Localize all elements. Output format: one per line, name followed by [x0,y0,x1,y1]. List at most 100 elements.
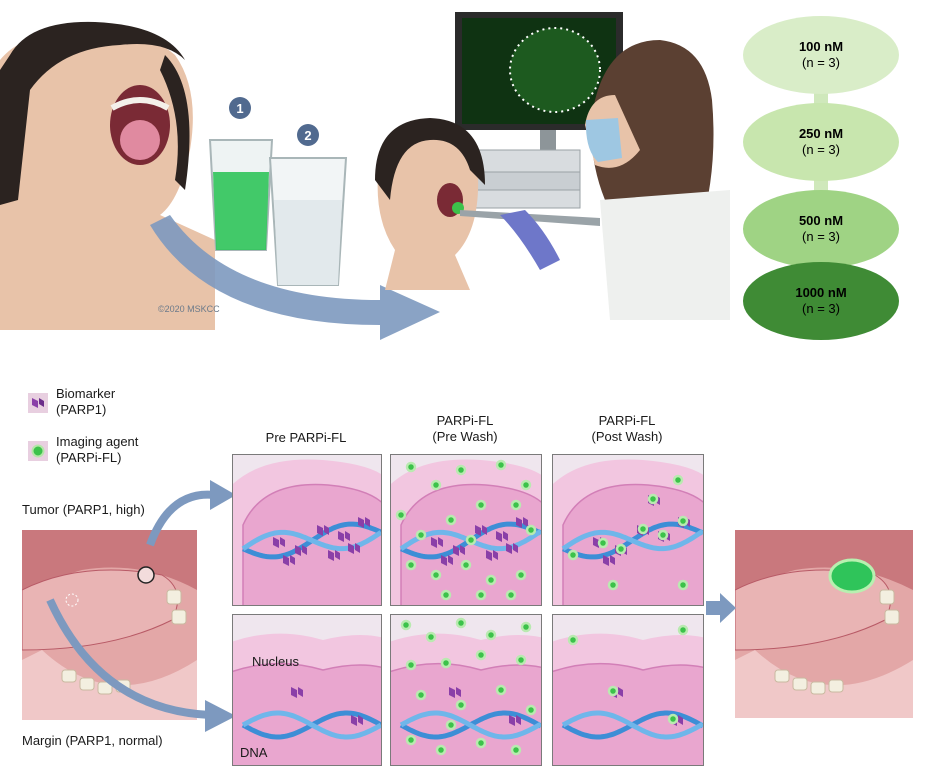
parp1-marker [358,517,370,528]
patient-imaging-illustration [375,118,485,290]
legend-line: Imaging agent [56,434,139,449]
imaging-agent-dot [475,499,487,511]
header-line: PARPi-FL [436,413,494,428]
dose-n: (n = 3) [802,229,840,244]
parp1-marker [291,687,303,698]
imaging-agent-dot [677,515,689,527]
parp1-marker [603,555,615,566]
parp1-marker [317,525,329,536]
header-line: (Post Wash) [591,429,663,444]
header-line: (Pre Wash) [432,429,498,444]
imaging-agent-dot [597,537,609,549]
patient-mouth-open-illustration [0,21,215,331]
imaging-agent-dot [405,659,417,671]
imaging-agent-dot [607,579,619,591]
oral-cavity-tumor-illustration [22,530,197,720]
imaging-agent-dot [510,744,522,756]
legend-line: (PARPi-FL) [56,450,122,465]
imaging-agent-dot [475,737,487,749]
parp1-marker [328,550,340,561]
dose-value: 100 nM [798,39,844,54]
oral-cavity-fluorescence-illustration [735,530,913,718]
imaging-agent-dot [440,589,452,601]
parp1-marker [348,543,360,554]
water-glass [268,157,348,286]
imaging-agent-dot [405,461,417,473]
header-line: PARPi-FL [598,413,656,428]
imaging-agent-dot [607,685,619,697]
parp1-marker [509,715,521,726]
panel-tumor-pre-wash [390,454,542,606]
biomarker-legend-icon [28,393,48,413]
step-2-label: 2 [304,128,311,143]
imaging-agent-dot [445,514,457,526]
imaging-agent-dot [647,493,659,505]
imaging-agent-dot [475,589,487,601]
imaging-agent-dot [515,654,527,666]
dose-100nM-ellipse: 100 nM (n = 3) [743,16,899,94]
imaging-agent-dot [525,704,537,716]
dose-n: (n = 3) [802,55,840,70]
imaging-agent-dot [637,523,649,535]
procedure-illustration: 1 2 ©2020 MSKCC [0,12,730,340]
imaging-agent-legend-label: Imaging agent (PARPi-FL) [56,434,138,466]
imaging-agent-dot [495,684,507,696]
parp1-marker [453,545,465,556]
imaging-agent-dot [435,744,447,756]
dna-strand [399,710,541,740]
nucleus [242,483,381,605]
column-header-pre-wash: PARPi-FL (Pre Wash) [390,413,540,445]
imaging-agent-dot [475,649,487,661]
green-agent-glass [208,139,274,251]
clinician-illustration [585,40,730,320]
imaging-agent-dot [455,617,467,629]
legend-line: Biomarker [56,386,116,401]
imaging-agent-dot [677,624,689,636]
step-1-badge [229,97,251,119]
imaging-agent-dot [455,699,467,711]
imaging-agent-dot [440,657,452,669]
imaging-agent-dot [667,713,679,725]
imaging-agent-dot [615,543,627,555]
parp1-marker [486,550,498,561]
parp1-marker [431,537,443,548]
imaging-agent-dot [415,689,427,701]
parp1-marker [351,715,363,726]
dose-n: (n = 3) [802,301,840,316]
imaging-agent-dot [415,529,427,541]
imaging-agent-dot [520,479,532,491]
margin-to-panel-arrow [46,598,236,732]
procedure-arrow [150,215,440,340]
nucleus [553,662,703,765]
panel-tumor-pre [232,454,382,606]
dose-250nM-ellipse: 250 nM (n = 3) [743,103,899,181]
imaging-agent-dot [485,629,497,641]
tumor-row-label: Tumor (PARP1, high) [22,502,145,517]
dna-strand [561,528,703,552]
nucleus [233,662,381,765]
parp1-marker [475,525,487,536]
imaging-agent-dot [455,464,467,476]
parp1-marker [449,687,461,698]
imaging-agent-dot [677,579,689,591]
panel-tumor-post-wash [552,454,704,606]
parp1-marker [338,531,350,542]
dose-value: 500 nM [798,213,844,228]
dna-strand [561,710,703,740]
parp1-marker [295,545,307,556]
dose-value: 1000 nM [795,285,847,300]
margin-row-label: Margin (PARP1, normal) [22,733,163,748]
dose-value: 250 nM [798,126,844,141]
imaging-agent-dot [672,474,684,486]
dna-strand [241,710,381,740]
panel-margin-pre-wash [390,614,542,766]
step-1-label: 1 [236,101,243,116]
result-arrow [706,593,736,623]
imaging-agent-dot [445,719,457,731]
imaging-agent-dot [430,479,442,491]
nucleus [562,483,703,605]
imaging-agent-dot [395,509,407,521]
parp1-marker [273,537,285,548]
header-line: Pre PARPi-FL [265,430,347,445]
panel-margin-post-wash [552,614,704,766]
